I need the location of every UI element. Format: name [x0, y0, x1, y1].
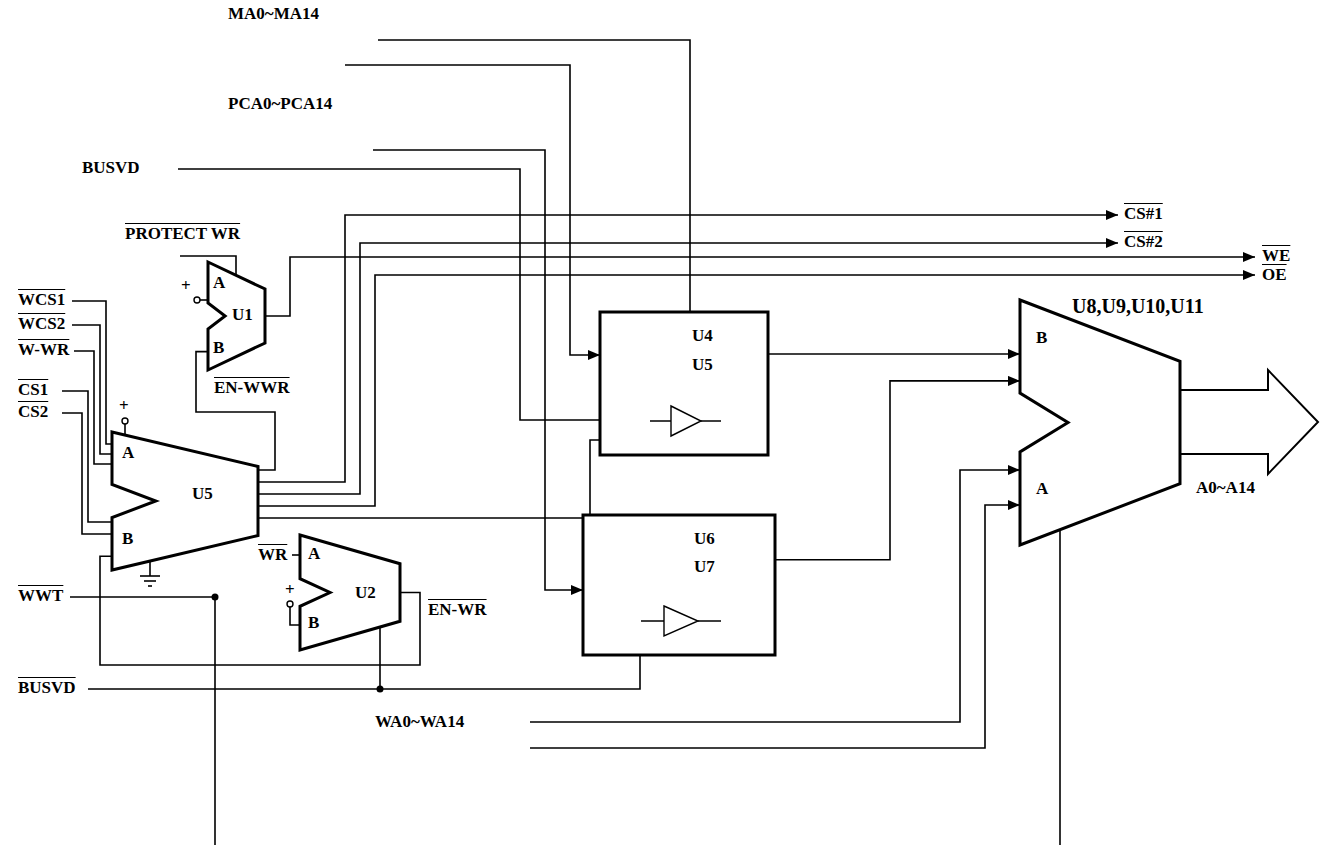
box-shape [600, 312, 768, 455]
signal-name: CS#2 [1124, 232, 1163, 252]
signal-name: W-WR [18, 340, 69, 360]
multiplexer: A U1B [208, 262, 265, 370]
signal-name: WWT [18, 586, 63, 606]
supply-symbol: + [181, 276, 191, 296]
address-bus [530, 505, 1020, 748]
mux-shape [1020, 300, 1180, 545]
signal-name: WA0~WA14 [375, 712, 464, 732]
signal-wire [258, 243, 1118, 494]
supply-terminal [287, 601, 293, 607]
signal-name: CS#1 [1124, 204, 1163, 224]
part-number: U1 [232, 305, 253, 325]
part-number: U4 [692, 326, 713, 346]
signal-name: EN-WWR [214, 378, 290, 398]
part-number: U8,U9,U10,U11 [1072, 296, 1204, 316]
signal-wire [258, 215, 1118, 482]
ground-symbol [144, 580, 156, 582]
signal-name: CS1 [18, 380, 48, 400]
port-label: B [1036, 328, 1047, 348]
multiplexer: A U2B [300, 535, 400, 650]
signal-name: CS2 [18, 402, 48, 422]
signal-wire [72, 301, 112, 444]
signal-name: WE [1262, 246, 1290, 266]
junction-dot [212, 594, 219, 601]
part-number: U5 [192, 484, 213, 504]
buffer-box: U4U5 [600, 312, 768, 455]
port-label: A [213, 273, 225, 293]
junction-dot [377, 686, 384, 693]
port-label: B [308, 613, 319, 633]
enable-wire [378, 40, 690, 312]
buffer-box: U6U7 [583, 515, 775, 655]
mux-shape [300, 535, 400, 650]
part-number: U2 [355, 583, 376, 603]
signal-wire [70, 597, 215, 845]
output-bus-arrow [1180, 370, 1318, 474]
multiplexer: A U5B [112, 432, 258, 570]
signal-name: PCA0~PCA14 [228, 94, 332, 114]
control-wire [178, 169, 600, 420]
supply-wire [124, 424, 126, 435]
buffer-symbol [671, 406, 701, 436]
part-number: U6 [694, 529, 715, 549]
connector [775, 381, 1020, 560]
port-label: B [213, 338, 224, 358]
port-label: A [1036, 479, 1048, 499]
mux-shape [112, 432, 258, 570]
signal-name: MA0~MA14 [228, 4, 319, 24]
buffer-symbol [664, 606, 698, 636]
signal-wire [74, 351, 112, 464]
part-number: U7 [694, 557, 715, 577]
supply-terminal [194, 297, 200, 303]
signal-wire [379, 628, 381, 689]
signal-wire [62, 391, 112, 522]
signal-name: BUSVD [82, 158, 140, 178]
box-outline [600, 312, 768, 455]
signal-name: WCS1 [18, 290, 65, 310]
signal-name: PROTECT WR [125, 224, 240, 244]
supply-symbol: + [119, 396, 129, 416]
signal-name: WCS2 [18, 314, 65, 334]
signal-name: OE [1262, 265, 1287, 285]
select-wire [1059, 530, 1061, 845]
port-label: A [308, 544, 320, 564]
signal-wire [88, 655, 640, 689]
signal-wire [62, 413, 112, 534]
ground-wire [149, 561, 151, 576]
address-bus [373, 150, 583, 590]
address-bus [530, 470, 1020, 722]
part-number: U5 [692, 355, 713, 375]
box-shape [583, 515, 775, 655]
address-bus [345, 65, 600, 355]
signal-wire [265, 257, 1255, 316]
port-label: A [122, 443, 134, 463]
connector [768, 353, 1020, 355]
ground-symbol [148, 585, 152, 587]
supply-symbol: + [285, 580, 295, 600]
port-label: B [122, 529, 133, 549]
ground-symbol [140, 575, 160, 577]
connector [258, 440, 600, 518]
supply-wire [290, 607, 300, 625]
multiplexer: U8,U9,U10,U11BA [1020, 300, 1180, 545]
mux-shape [208, 262, 265, 370]
signal-wire [72, 325, 112, 454]
signal-name: A0~A14 [1196, 478, 1255, 498]
box-outline [583, 515, 775, 655]
signal-name: WR [258, 545, 287, 565]
signal-name: BUSVD [18, 678, 76, 698]
supply-terminal [122, 418, 128, 424]
signal-name: EN-WR [428, 600, 487, 620]
